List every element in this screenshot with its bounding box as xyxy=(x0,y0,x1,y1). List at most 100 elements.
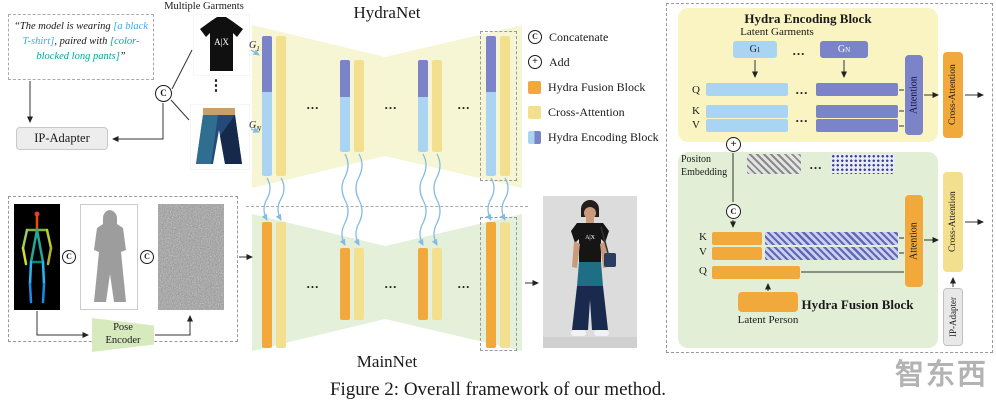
cross-attention-swatch-icon xyxy=(528,105,541,119)
mainnet-fusion-bar xyxy=(486,222,496,348)
fusion-v-bar-person xyxy=(712,247,762,260)
ip-adapter-box: IP-Adapter xyxy=(16,127,108,150)
noise-latent-image xyxy=(158,204,224,310)
legend-item-cross-attention: Cross-Attention xyxy=(528,105,659,119)
encoding-attention-box: Attention xyxy=(905,55,923,135)
mainnet-funnel-shape xyxy=(252,214,522,351)
hydranet-encoding-bar xyxy=(486,36,496,176)
latent-garments-label: Latent Garments xyxy=(740,26,814,38)
quote-highlight-pants: [color-blocked long pants] xyxy=(36,36,140,63)
ellipsis: ... xyxy=(306,276,320,291)
concatenate-icon: C xyxy=(528,30,542,44)
mainnet-fusion-bar xyxy=(418,248,428,320)
tshirt-garment-image: A|X xyxy=(193,14,250,76)
watermark: 智东西 xyxy=(894,359,988,391)
encoding-block-title: Hydra Encoding Block xyxy=(744,11,872,26)
garment-n-label: GN xyxy=(249,120,261,133)
mainnet-crossattn-bar xyxy=(354,248,364,320)
latent-person-box xyxy=(738,292,798,312)
tshirt-print-text: A|X xyxy=(214,37,229,47)
v-label: V xyxy=(692,119,700,131)
ellipsis: ... xyxy=(384,97,398,112)
encoding-k-bar-purple xyxy=(816,105,898,118)
legend-item-concatenate: C Concatenate xyxy=(528,30,659,44)
fusion-attention-box: Attention xyxy=(905,195,923,287)
hydranet-encoding-bar xyxy=(340,60,350,152)
ellipsis: ... xyxy=(457,276,471,291)
latent-person-label: Latent Person xyxy=(737,314,799,326)
pants-garment-image xyxy=(190,104,250,170)
encoding-k-bar-blue xyxy=(706,105,788,118)
detail-panel xyxy=(666,3,993,353)
tryon-result-image: A|X xyxy=(543,196,637,348)
q-label: Q xyxy=(692,84,700,96)
tshirt-print-text: A|X xyxy=(585,235,596,241)
mainnet-zoom-region xyxy=(480,217,517,351)
hydranet-crossattn-bar xyxy=(432,60,442,152)
concatenate-icon: C xyxy=(726,204,741,219)
fusion-block-title: Hydra Fusion Block xyxy=(801,297,914,312)
ellipsis: ... xyxy=(809,157,823,172)
ellipsis: ... xyxy=(306,97,320,112)
v-label: V xyxy=(699,246,707,258)
fusion-swatch-icon xyxy=(528,80,541,94)
legend: C Concatenate + Add Hydra Fusion Block C… xyxy=(528,30,659,155)
fusion-v-bar-garments xyxy=(765,247,898,260)
mainnet-crossattn-bar xyxy=(500,222,510,348)
concatenate-icon: C xyxy=(62,250,76,264)
garment-1-label: G1 xyxy=(249,40,260,53)
legend-item-add: + Add xyxy=(528,55,659,69)
multiple-garments-label: Multiple Garments xyxy=(164,1,244,12)
hydranet-encoding-bar xyxy=(262,36,272,176)
encoding-v-bar-purple xyxy=(816,119,898,132)
mainnet-fusion-bar xyxy=(340,248,350,320)
quote-text: “The model is wearing xyxy=(14,21,114,32)
concatenate-icon: C xyxy=(140,250,154,264)
position-embedding-garmentN xyxy=(831,154,895,174)
pose-map-image xyxy=(14,204,60,310)
concatenate-icon: C xyxy=(155,85,172,102)
fusion-q-bar xyxy=(712,266,800,279)
legend-item-encoding: Hydra Encoding Block xyxy=(528,130,659,144)
mainnet-title: MainNet xyxy=(356,352,418,371)
mainnet-fusion-bar xyxy=(262,222,272,348)
fusion-k-bar-person xyxy=(712,232,762,245)
hydranet-zoom-region xyxy=(480,31,517,181)
encoding-v-bar-blue xyxy=(706,119,788,132)
mainnet-crossattn-bar xyxy=(432,248,442,320)
hydranet-title: HydraNet xyxy=(353,3,421,22)
encoding-q-bar-blue xyxy=(706,83,788,96)
position-embedding-garment1 xyxy=(747,154,801,174)
legend-item-fusion: Hydra Fusion Block xyxy=(528,80,659,94)
mainnet-crossattn-bar xyxy=(276,222,286,348)
garments-vertical-dots: ⋮ xyxy=(208,78,224,94)
encoding-q-bar-purple xyxy=(816,83,898,96)
dashed-separator-line xyxy=(246,206,528,207)
ellipsis: ... xyxy=(457,97,471,112)
encoding-cross-attention-box: Cross-Attention xyxy=(943,52,963,138)
position-embedding-label: Positon Embedding xyxy=(681,154,728,178)
k-label: K xyxy=(692,105,700,117)
quote-highlight-tshirt: [a black T-shirt] xyxy=(22,21,148,48)
hydranet-crossattn-bar xyxy=(500,36,510,176)
fusion-k-bar-garments xyxy=(765,232,898,245)
q-label: Q xyxy=(699,265,707,277)
quote-text: ” xyxy=(119,51,126,63)
hydranet-crossattn-bar xyxy=(354,60,364,152)
fusion-ip-adapter-box: IP-Adapter xyxy=(943,288,963,346)
add-icon: + xyxy=(528,55,542,69)
hydranet-encoding-bar xyxy=(418,60,428,152)
ellipsis: ... xyxy=(792,43,806,58)
quote-text: , paired with xyxy=(54,36,110,48)
encoding-swatch-icon xyxy=(528,130,541,144)
hydranet-crossattn-bar xyxy=(276,36,286,176)
prompt-quote-box: “The model is wearing [a black T-shirt],… xyxy=(8,14,154,80)
figure-caption: Figure 2: Overall framework of our metho… xyxy=(329,379,667,400)
add-icon: + xyxy=(726,137,741,152)
ellipsis: ... xyxy=(384,276,398,291)
fusion-cross-attention-box: Cross-Attention xyxy=(943,172,963,272)
